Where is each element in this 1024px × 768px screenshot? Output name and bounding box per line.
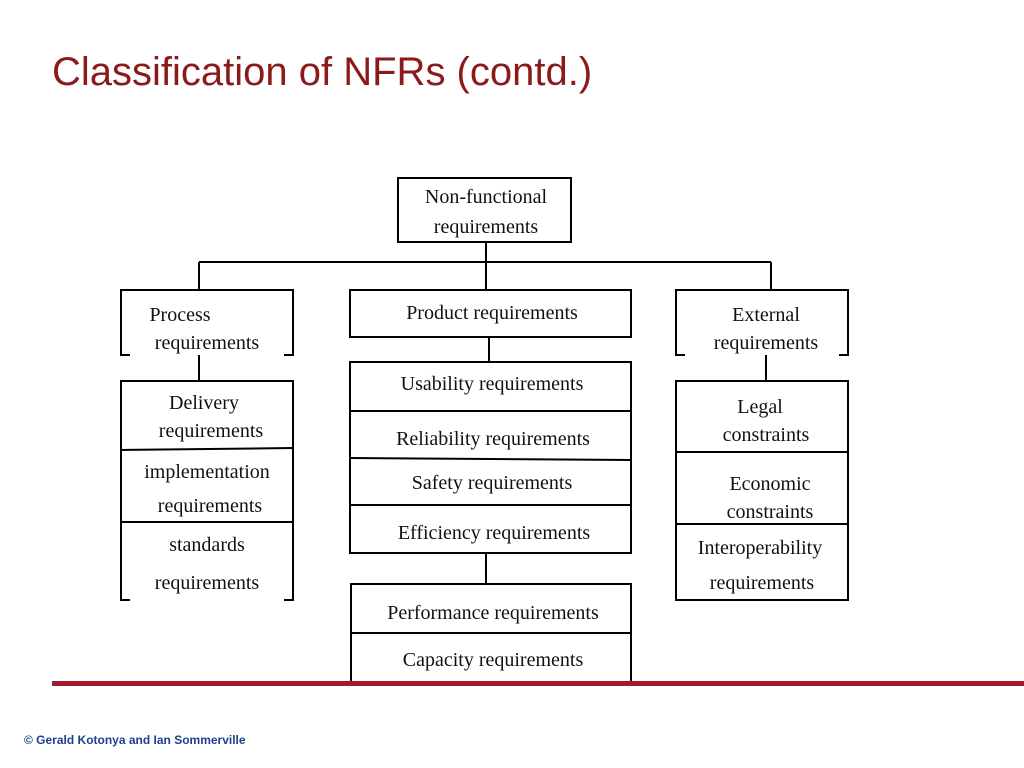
bottom-accent-bar — [52, 681, 1024, 686]
product-item-safety: Safety requirements — [411, 472, 573, 494]
product-item-reliability: Reliability requirements — [396, 428, 590, 450]
process-header-box — [120, 289, 294, 356]
external-item-interoperability-line1: Interoperability — [697, 537, 823, 559]
product-divider-2 — [349, 457, 632, 461]
external-item-interoperability-line2: requirements — [709, 572, 815, 594]
external-header-box — [675, 289, 849, 356]
efficiency-child-performance: Performance requirements — [387, 602, 599, 624]
root-box — [397, 177, 572, 243]
product-header-label: Product requirements — [406, 302, 578, 324]
slide-title: Classification of NFRs (contd.) — [52, 50, 593, 94]
external-item-legal-line1: Legal — [737, 396, 783, 418]
process-divider-1 — [120, 447, 294, 451]
process-item-implementation-line1: implementation — [144, 461, 270, 483]
external-item-economic-line1: Economic — [729, 473, 811, 495]
product-item-usability: Usability requirements — [400, 373, 584, 395]
external-header-line1: External — [732, 304, 800, 326]
external-header-line2: requirements — [713, 332, 819, 354]
process-item-standards-line1: standards — [169, 534, 245, 556]
efficiency-child-capacity: Capacity requirements — [402, 649, 584, 671]
external-item-economic-line2: constraints — [726, 501, 814, 523]
product-item-efficiency: Efficiency requirements — [397, 522, 591, 544]
product-header-box — [349, 289, 632, 338]
process-item-delivery-line1: Delivery — [169, 392, 239, 414]
process-items-box — [120, 380, 294, 601]
external-item-legal-line2: constraints — [722, 424, 810, 446]
process-item-implementation-line2: requirements — [157, 495, 263, 517]
process-item-standards-line2: requirements — [154, 572, 260, 594]
product-items-box — [349, 361, 632, 554]
process-header-line1: Process — [149, 304, 211, 326]
root-label-line2: requirements — [433, 216, 539, 238]
external-items-box — [675, 380, 849, 601]
copyright-footer: © Gerald Kotonya and Ian Sommerville — [24, 733, 246, 747]
process-header-line2: requirements — [154, 332, 260, 354]
process-item-delivery-line2: requirements — [158, 420, 264, 442]
root-label-line1: Non-functional — [424, 186, 548, 208]
